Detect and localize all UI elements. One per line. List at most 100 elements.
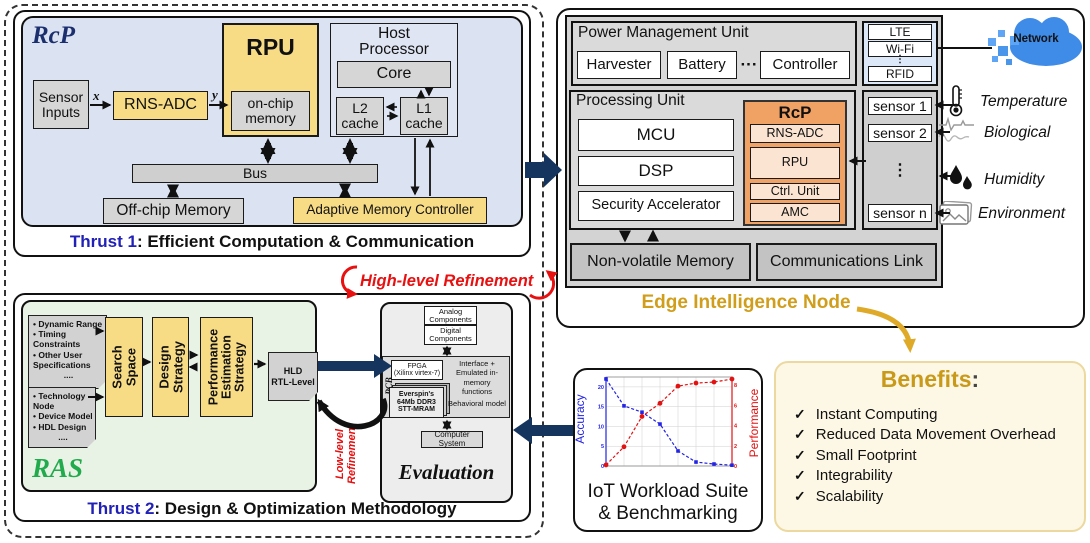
env-label-biological: Biological (984, 124, 1051, 141)
technology-note: Technology Node Device Model HDL Design … (28, 387, 96, 448)
l1-cache-box: L1 cache (400, 97, 448, 135)
core-box: Core (337, 61, 451, 88)
thrust2-caption: Thrust 2: Design & Optimization Methodol… (13, 496, 531, 522)
dsp-box: DSP (578, 156, 734, 186)
signal-y-label: y (212, 87, 218, 102)
rcp-rpu-box: RPU (750, 147, 840, 179)
benefit-item: ✓ Small Footprint (794, 445, 1080, 466)
note-dots: .... (58, 431, 68, 442)
check-icon: ✓ (794, 487, 806, 504)
radio-ellipsis: ⋮ (895, 54, 905, 65)
amc-box: Adaptive Memory Controller (293, 197, 487, 224)
host-processor-label: Host Processor (359, 25, 429, 59)
wifi-box: Wi-Fi (868, 41, 932, 57)
thrust2-caption-text: : Design & Optimization Methodology (154, 499, 457, 518)
high-level-refinement-label: High-level Refinement (360, 272, 534, 290)
sensor-inputs-box: Sensor Inputs (33, 80, 89, 129)
analog-components-box: Analog Components (424, 306, 477, 325)
sensor2-box: sensor 2 (868, 124, 932, 142)
note-item: HDL Design (33, 422, 93, 432)
check-icon: ✓ (794, 405, 806, 422)
harvester-box: Harvester (577, 51, 661, 79)
svg-text:15: 15 (598, 405, 604, 411)
benefit-item: ✓ Integrability (794, 466, 1080, 487)
pmu-ellipsis: ··· (740, 55, 758, 74)
note-item: Other User Specifications (33, 350, 104, 370)
network-label: Network (1013, 33, 1059, 45)
behavioral-model-text: Behavioral model (448, 399, 506, 408)
ras-title: RAS (32, 453, 84, 483)
benefit-label: Scalability (815, 487, 884, 505)
iot-title-line1: IoT Workload Suite (587, 481, 749, 502)
perf-estimation-label: Performance Estimation Strategy (205, 328, 247, 406)
svg-text:2: 2 (734, 444, 737, 450)
biosignal-icon (938, 117, 974, 142)
fpga-box: FPGA (Xilinx virtex-7) (391, 360, 443, 380)
design-strategy-box: Design Strategy (152, 317, 189, 417)
svg-text:5: 5 (601, 444, 604, 450)
rcp-amc-box: AMC (750, 203, 840, 222)
check-icon: ✓ (794, 426, 806, 443)
rpu-label: RPU (246, 34, 295, 60)
controller-box: Controller (760, 51, 850, 79)
svg-text:4: 4 (734, 424, 738, 430)
env-label-temperature: Temperature (980, 93, 1068, 110)
benefit-item: ✓ Scalability (794, 486, 1080, 507)
benefits-panel (774, 361, 1086, 532)
svg-text:0: 0 (601, 464, 604, 470)
check-icon: ✓ (794, 467, 806, 484)
benefits-title-word: Benefits (880, 366, 972, 392)
bus-bar: Bus (132, 164, 378, 183)
check-icon: ✓ (794, 446, 806, 463)
benefits-title-colon: : (971, 366, 980, 392)
chart-accuracy-axis-label: Accuracy (573, 394, 587, 444)
benefit-label: Instant Computing (815, 405, 938, 423)
benefits-title: Benefits: (774, 366, 1086, 393)
battery-box: Battery (667, 51, 737, 79)
note-item: Device Model (33, 411, 93, 421)
svg-text:6: 6 (734, 403, 737, 409)
benefits-list: ✓ Instant Computing ✓ Reduced Data Movem… (794, 404, 1080, 507)
thrust1-caption-title: Thrust 1 (69, 232, 137, 251)
computer-system-box: Computer System (421, 430, 483, 448)
processing-unit-title: Processing Unit (576, 92, 685, 109)
digital-components-box: Digital Components (424, 325, 477, 345)
benefit-label: Reduced Data Movement Overhead (815, 426, 1056, 444)
env-label-humidity: Humidity (984, 171, 1045, 188)
note-dots: .... (63, 369, 74, 380)
comms-link-box: Communications Link (756, 243, 937, 281)
l2-cache-box: L2 cache (336, 97, 384, 135)
rcp-ctrl-unit-box: Ctrl. Unit (750, 183, 840, 200)
sensor1-box: sensor 1 (868, 97, 932, 115)
benefit-item: ✓ Reduced Data Movement Overhead (794, 425, 1080, 446)
rcp-title: RcP (32, 22, 76, 49)
environment-photo-icon (939, 201, 973, 225)
note-item: Dynamic Range (33, 319, 104, 329)
user-specs-note: Dynamic Range Timing Constraints Other U… (28, 315, 107, 389)
low-level-refinement-label: Low-level Refinement (334, 424, 358, 484)
svg-text:0: 0 (734, 464, 737, 470)
chart-performance-axis-label: Performance (747, 388, 761, 458)
design-strategy-label: Design Strategy (155, 340, 185, 394)
svg-text:8: 8 (734, 383, 737, 389)
hld-label: HLD RTL-Level (271, 365, 315, 387)
rcp-block-title: RcP (778, 103, 812, 122)
evaluation-title: Evaluation (398, 460, 495, 484)
iot-panel (573, 368, 763, 532)
interface-text: Interface + Emulated in-memory functions (455, 359, 499, 397)
search-space-label: Search Space (109, 345, 138, 389)
nvm-box: Non-volatile Memory (570, 243, 751, 281)
sensor-n-box: sensor n (868, 204, 932, 222)
iot-title-line2: & Benchmarking (598, 503, 738, 524)
rcp-rns-adc-box: RNS-ADC (750, 124, 840, 143)
note-item: Timing Constraints (33, 329, 104, 349)
security-accelerator-box: Security Accelerator (578, 191, 734, 221)
sensor-ellipsis: ⋮ (892, 162, 908, 179)
mram-box: Everspin's 64Mb DDR3 STT-MRAM (389, 387, 444, 418)
svg-text:10: 10 (598, 424, 604, 430)
network-cloud-icon (988, 17, 1082, 66)
benefit-label: Small Footprint (815, 446, 917, 464)
thermometer-icon (949, 85, 963, 117)
